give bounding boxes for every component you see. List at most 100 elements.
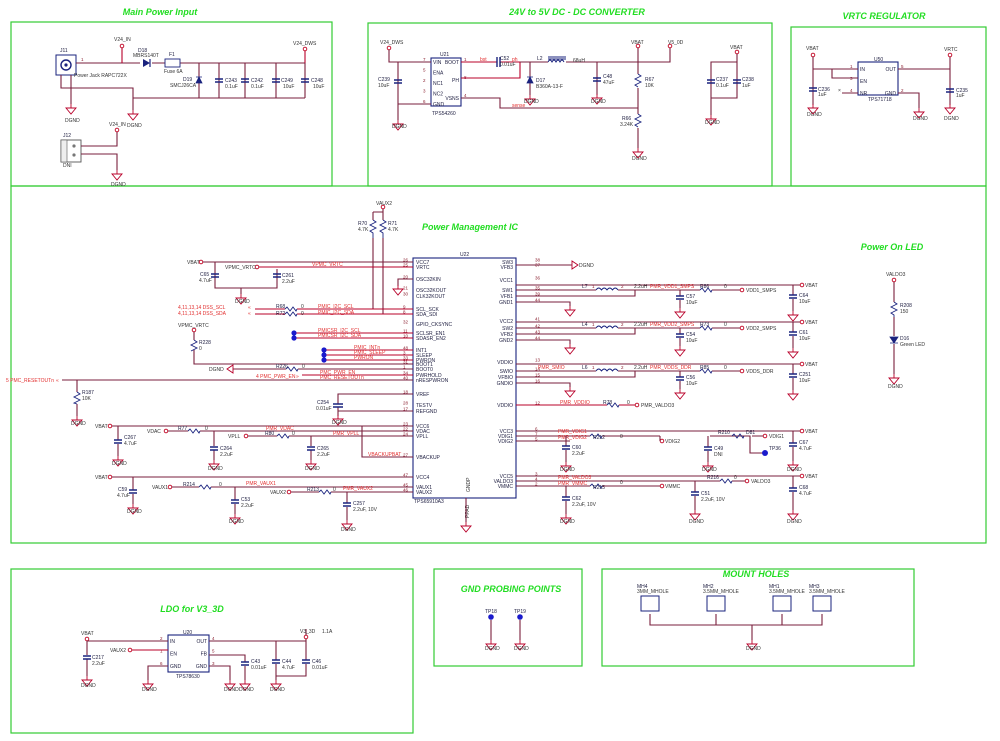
testpoint-icon[interactable] (321, 357, 327, 363)
testpoint-icon[interactable] (517, 614, 523, 620)
pin-number: 5 (901, 64, 904, 69)
net-vbat: VBAT (631, 40, 644, 46)
u50-value: TPS71718 (868, 97, 892, 103)
vbat-port (799, 319, 805, 325)
pin-name: VALDO3 (494, 479, 514, 485)
r214-value: 0 (219, 482, 222, 488)
ground-icon (944, 103, 956, 115)
net-vbat-3: VBAT (806, 46, 819, 52)
pin-number: 48 (403, 346, 409, 351)
pin-number: 13 (535, 358, 541, 363)
ground-icon (460, 521, 472, 533)
net-vdd1_smps: VDD1_SMPS (746, 288, 777, 294)
title-main-power: Main Power Input (123, 7, 199, 17)
net-v3-3d: V3_3D (300, 629, 316, 635)
net-dgnd: DGND (111, 182, 126, 188)
testpoint-icon[interactable] (321, 352, 327, 358)
net-dgnd: DGND (705, 120, 720, 126)
net-vaux2-3: VAUX2 (110, 648, 126, 654)
mh3-ref: MH3 (809, 584, 820, 590)
u22-gndp: GNDP (466, 477, 472, 492)
net-dgnd: DGND (270, 687, 285, 693)
pin-number: 17 (403, 407, 409, 412)
pin-name: VCC5 (500, 474, 514, 480)
vbat-port (84, 636, 90, 642)
pin-number: 16 (535, 379, 541, 384)
pin-name: VCC6 (416, 424, 430, 430)
pin-number: 28 (403, 401, 409, 406)
pin-number: 24 (403, 432, 409, 437)
vbat-port (635, 43, 641, 49)
vdig1-port (762, 433, 768, 439)
d81-ref: D81 (746, 430, 755, 436)
net-vbat-9: VBAT (81, 631, 94, 637)
pin-number: 42 (535, 324, 541, 329)
pin-number: 3 (212, 661, 215, 666)
net-dgnd: DGND (209, 367, 224, 373)
r208-value: 150 (900, 309, 909, 315)
pin-name: SWIO (500, 369, 513, 375)
vdac-port (163, 428, 169, 434)
pin-number: 5 (212, 649, 215, 654)
pin-number: 1 (592, 365, 595, 370)
v24dws-port (302, 46, 308, 52)
testpoint-icon[interactable] (762, 450, 768, 456)
pin-number: 33 (403, 356, 409, 361)
ground-icon (888, 373, 900, 385)
title-led: Power On LED (861, 242, 924, 252)
net-pmr-vdig1: PMR_VDIG1 (558, 429, 587, 435)
ground-icon (674, 307, 686, 319)
r216-ref: R216 (707, 475, 719, 481)
vbat-port (799, 473, 805, 479)
pin-number: 31 (403, 360, 409, 365)
c53-ref: C53 (241, 497, 250, 503)
v33d-port (303, 634, 309, 640)
inductor-icon (595, 287, 619, 291)
testpoint-icon[interactable] (321, 347, 327, 353)
u22-chip (412, 257, 517, 499)
net-vrtc: VRTC (944, 47, 958, 53)
offpage-connector-icon: « (248, 311, 251, 317)
u21-chip (430, 57, 462, 107)
output-port (739, 368, 745, 374)
pin-name: VFB3 (500, 265, 513, 271)
testpoint-icon[interactable] (291, 335, 297, 341)
net-dgnd: DGND (392, 124, 407, 130)
c56-value: 10uF (686, 381, 697, 387)
pin-number: 38 (535, 258, 541, 263)
vdig2-port (659, 438, 665, 444)
c51-ref: C51 (701, 491, 710, 497)
mh3-value: 3.5MM_MHOLE (809, 589, 846, 595)
pin-number: 47 (403, 473, 409, 478)
net-pmr_vdd1: PMR_VDD1_SMPS (650, 284, 695, 290)
capacitor-icon (215, 78, 309, 83)
r226-ref: R226 (276, 364, 288, 370)
pin-name: PH (452, 78, 459, 84)
pin-name: OUT (885, 67, 896, 73)
v24in-port (119, 43, 125, 49)
fuse-icon (164, 58, 181, 68)
c217-value: 2.2uF (92, 661, 105, 667)
pin-name: VFBIO (498, 375, 513, 381)
net-vbat: VBAT (805, 320, 818, 326)
pin-number: 6 (535, 427, 538, 432)
net-vpmc-vrtc: VPMC_VRTC (225, 265, 256, 271)
r66-ref: R66 (622, 116, 631, 122)
output-port (739, 325, 745, 331)
u21-ref: U21 (440, 52, 449, 58)
r67-ref: R67 (645, 77, 654, 83)
testpoint-icon[interactable] (488, 614, 494, 620)
testpoint-icon[interactable] (291, 330, 297, 336)
r72-value: 0 (301, 311, 304, 317)
net-sense: sense (512, 103, 526, 109)
c254-ref: C254 (317, 400, 329, 406)
net-pmr-vdac: PMR_VDAC (266, 426, 294, 432)
net-pmic-sleep: PMIC_SLEEP (354, 350, 386, 356)
c239-ref: C239 (378, 77, 390, 83)
inductor-icon (595, 368, 619, 372)
vbat-port (198, 259, 204, 265)
net-vbat-8: VBAT (805, 474, 818, 480)
net-pmc-resetout: PMC_RESETOUTn (320, 375, 364, 381)
